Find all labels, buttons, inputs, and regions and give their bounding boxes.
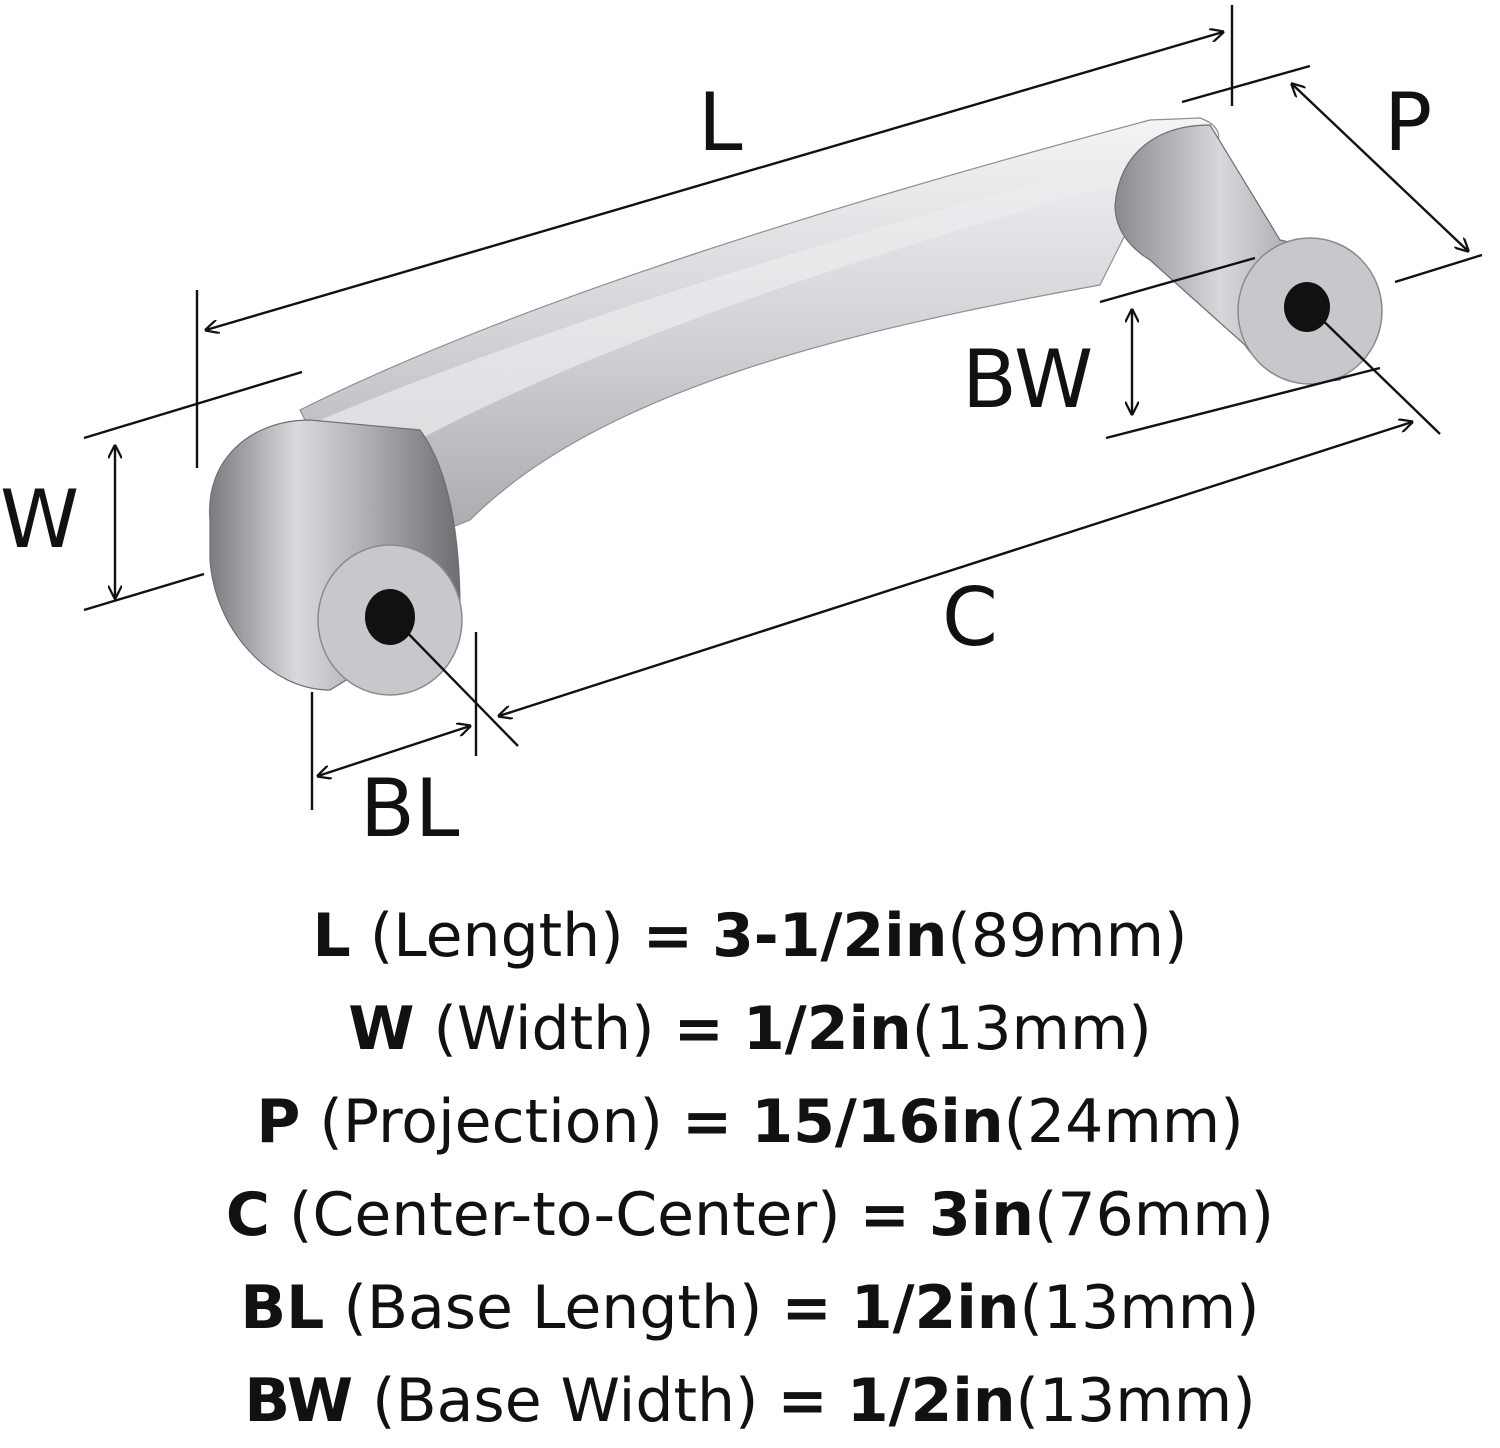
cabinet-pull-illustration [209,117,1383,696]
spec-abbr: L [312,901,351,971]
spec-name: (Projection) [319,1087,663,1157]
spec-name: (Width) [433,994,655,1064]
label-BL: BL [360,762,460,855]
spec-row-width: W (Width) = 1/2in(13mm) [0,983,1500,1076]
spec-row-base-length: BL (Base Length) = 1/2in(13mm) [0,1262,1500,1355]
spec-abbr: W [348,994,415,1064]
spec-imperial: 1/2in [846,1366,1016,1436]
spec-row-center-to-center: C (Center-to-Center) = 3in(76mm) [0,1169,1500,1262]
dimension-W: W [0,370,303,612]
spec-imperial: 1/2in [743,994,912,1064]
spec-metric: (13mm) [911,994,1152,1064]
spec-name: (Base Length) [343,1273,763,1343]
handle-dimension-diagram: L P W BW C BL [0,5,1483,855]
dimension-C: C [394,307,1441,747]
spec-imperial: 3-1/2in [712,901,948,971]
spec-abbr: BW [244,1366,354,1436]
spec-equals: = [781,1273,832,1343]
spec-name: (Center-to-Center) [289,1180,841,1250]
left-post-hole [365,589,415,645]
spec-abbr: BL [240,1273,325,1343]
spec-equals: = [673,994,724,1064]
right-post-hole [1284,282,1330,332]
spec-imperial: 15/16in [751,1087,1004,1157]
spec-name: (Base Width) [372,1366,759,1436]
dimension-spec-list: L (Length) = 3-1/2in(89mm) W (Width) = 1… [0,890,1500,1448]
label-W: W [0,473,79,566]
spec-equals: = [642,901,693,971]
spec-row-length: L (Length) = 3-1/2in(89mm) [0,890,1500,983]
spec-name: (Length) [369,901,624,971]
spec-metric: (76mm) [1034,1180,1275,1250]
spec-imperial: 1/2in [850,1273,1020,1343]
label-P: P [1384,76,1432,169]
spec-metric: (24mm) [1003,1087,1244,1157]
spec-imperial: 3in [928,1180,1035,1250]
dimension-BL: BL [310,632,478,855]
spec-metric: (13mm) [1019,1273,1260,1343]
spec-row-projection: P (Projection) = 15/16in(24mm) [0,1076,1500,1169]
spec-abbr: C [225,1180,270,1250]
spec-abbr: P [256,1087,301,1157]
dimension-BW: BW [962,256,1381,440]
spec-equals: = [777,1366,828,1436]
spec-row-base-width: BW (Base Width) = 1/2in(13mm) [0,1355,1500,1448]
dimension-L: L [195,5,1234,468]
dimension-P: P [1181,64,1483,284]
spec-equals: = [682,1087,733,1157]
spec-metric: (13mm) [1015,1366,1256,1436]
label-BW: BW [962,333,1093,426]
label-L: L [698,76,743,169]
spec-metric: (89mm) [947,901,1188,971]
spec-equals: = [859,1180,910,1250]
label-C: C [942,571,998,664]
